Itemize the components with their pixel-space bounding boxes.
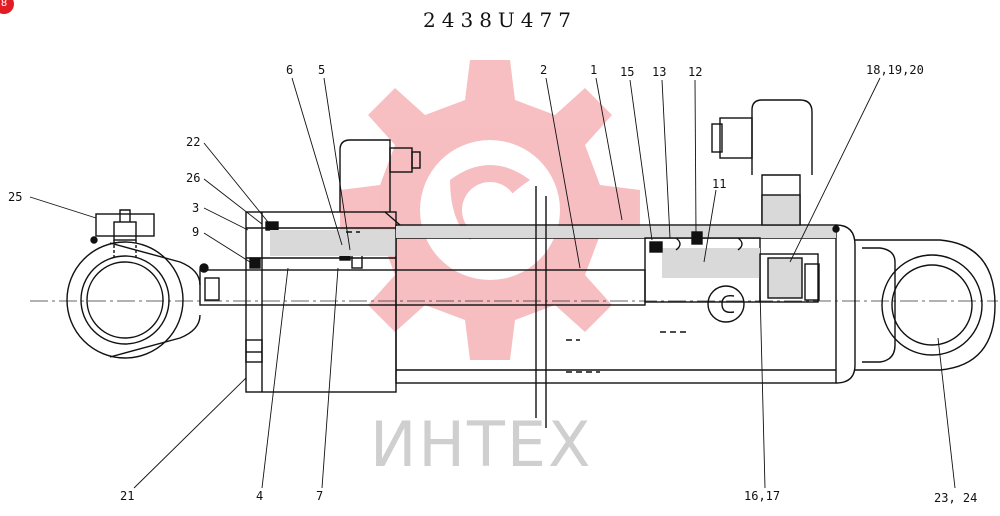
callout-12: 12 (688, 65, 702, 79)
callout-13: 13 (652, 65, 666, 79)
callout-4: 4 (256, 489, 263, 503)
piston-nut (759, 253, 820, 303)
callout-18-19-20: 18,19,20 (866, 63, 924, 77)
leader-lines (29, 77, 956, 489)
rod-eye-left (66, 241, 201, 359)
grease-nipple (90, 209, 155, 258)
hidden-lines (346, 231, 690, 373)
callout-26: 26 (186, 171, 200, 185)
callout-23-24: 23, 24 (934, 491, 977, 505)
callout-9: 9 (192, 225, 199, 239)
bottom-port-elbow (711, 99, 813, 226)
callout-22: 22 (186, 135, 200, 149)
callout-7: 7 (316, 489, 323, 503)
callout-25: 25 (8, 190, 22, 204)
watermark-text: ИНТЕХ (370, 408, 593, 481)
callout-3: 3 (192, 201, 199, 215)
callout-6: 6 (286, 63, 293, 77)
cylinder-tube (395, 224, 837, 384)
break-lines (535, 186, 547, 428)
callout-11: 11 (712, 177, 726, 191)
watermark-gear-logo (340, 60, 640, 360)
bottom-eye (855, 239, 996, 371)
callout-16-17: 16,17 (744, 489, 780, 503)
page-badge: 8 (0, 0, 14, 14)
callout-5: 5 (318, 63, 325, 77)
piston (644, 231, 761, 323)
callout-2: 2 (540, 63, 547, 77)
cylinder-bottom (832, 224, 856, 384)
diagram-title: 2438U477 (423, 8, 577, 32)
callout-21: 21 (120, 489, 134, 503)
callout-15: 15 (620, 65, 634, 79)
head-port-elbow (339, 139, 421, 226)
callout-1: 1 (590, 63, 597, 77)
cylinder-head (245, 211, 397, 393)
